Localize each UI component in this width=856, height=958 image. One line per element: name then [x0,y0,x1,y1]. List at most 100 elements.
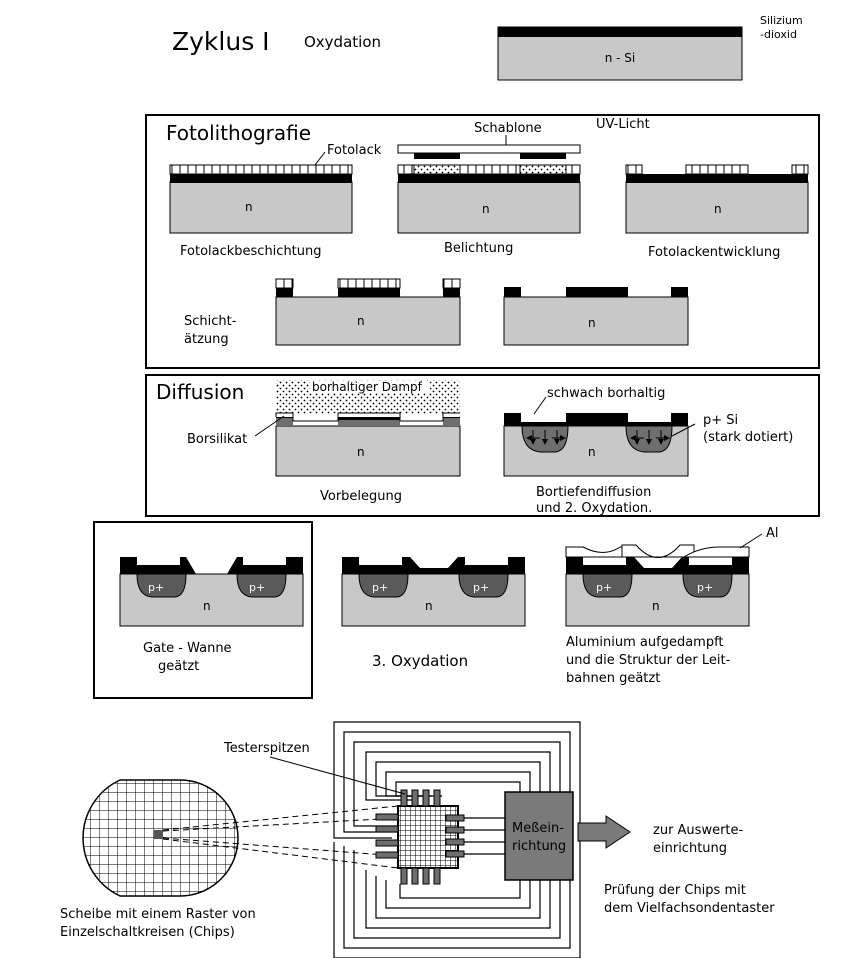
borsilikat-left [276,418,293,426]
etch-caption-1: Schicht- [184,314,237,329]
resist-dev-middle [685,164,749,175]
gate-caption-1: Gate - Wanne [143,641,232,656]
selected-chip [154,830,163,839]
mask-opaque-right [520,153,566,159]
exposed-region-left [413,164,461,175]
fotolack-pointer [314,151,326,166]
coating-caption: Fotolackbeschichtung [180,244,322,259]
check-caption-1: Prüfung der Chips mit [604,883,746,898]
resist-etch-right [442,278,461,289]
exposure-caption: Belichtung [444,241,513,256]
development-caption: Fotolackentwicklung [648,245,780,260]
etch-caption-2: ätzung [184,332,229,347]
testing-section: Scheibe mit einem Raster von Einzelschal… [60,721,775,958]
diffusion-title: Diffusion [156,380,244,404]
oxide-etch-1-middle [338,288,400,297]
resist-dev-left [625,164,643,175]
eval-label-2: einrichtung [653,841,727,856]
oxide-gate-left [120,557,196,574]
mask-plate [397,144,581,154]
resist-dev-right [791,164,809,175]
weak-pointer [533,396,547,415]
oxide-etch-1-right [443,288,460,297]
oxide-note-2: -dioxid [760,28,797,41]
measure-label-1: Meßein- [512,821,564,836]
borosilicate-outline [275,412,460,422]
n-label-coating: n [245,200,253,214]
oxide-exposure [398,174,580,183]
substrate-development [625,181,809,234]
diffusion-section: Diffusion borhaltiger Dampf Borsilikat n… [145,374,820,517]
diffusion-arrows-left [526,430,566,445]
n-label-exposure: n [482,202,490,216]
wafer-caption-1: Scheibe mit einem Raster von [60,907,256,922]
oxide-etch-2-left [504,287,521,297]
n-label-alu: n [652,599,660,613]
n-label-ox3: n [425,599,433,613]
resist-etch-left [275,278,294,289]
oxide-alu [566,557,749,574]
drive-caption-2: und 2. Oxydation. [536,501,652,516]
alu-caption-1: Aluminium aufgedampft [566,635,724,650]
photolithography-title: Fotolithografie [166,121,311,145]
substrate-etch-1 [275,296,461,346]
n-label-pre: n [357,445,365,459]
p-plus-alu-right [682,573,733,598]
gate-caption-2: geätzt [158,659,199,674]
cycle-title: Zyklus I [172,27,270,56]
substrate-predeposition [275,425,461,477]
n-label-etch-2: n [588,316,596,330]
p-si-pointer [671,423,696,437]
wafer-caption-2: Einzelschaltkreisen (Chips) [60,925,235,940]
n-label-development: n [714,202,722,216]
oxide-development [626,174,808,183]
alu-caption-2: und die Struktur der Leit- [566,653,731,668]
schablone-label: Schablone [474,121,542,136]
p-plus-label-6: p+ [697,581,713,594]
substrate-exposure [397,181,581,234]
oxide-ox3 [342,557,525,574]
al-contact-right [682,546,750,558]
vapor-label: borhaltiger Dampf [312,380,423,394]
oxide-etch-2-middle [566,287,628,297]
measuring-device [504,791,574,881]
borsilikat-middle [338,420,400,426]
p-plus-gate-right [236,573,287,598]
test-chip [397,805,459,869]
p-plus-label-3: p+ [372,581,388,594]
p-si-note: (stark dotiert) [703,430,793,445]
p-si-label: p+ Si [703,413,738,428]
mask-opaque-left [414,153,460,159]
p-plus-label-4: p+ [473,581,489,594]
diffusion-frame [145,374,820,517]
n-si-label: n - Si [605,51,636,65]
photolithography-section: Fotolithografie n Fotolack Fotolackbesch… [145,114,820,369]
p-plus-ox3-right [458,573,509,598]
silicon-dioxide-layer [498,27,742,37]
p-plus-alu-left [582,573,633,598]
uv-light-label: UV-Licht [596,117,650,132]
fotolack-label: Fotolack [327,143,382,158]
al-label: Al [766,526,779,541]
gate-frame [93,521,313,699]
ox3-caption: 3. Oxydation [372,652,468,670]
borsilikat-pointer [254,415,285,437]
p-plus-label-5: p+ [596,581,612,594]
oxidation-section: Zyklus I Oxydation n - Si Silizium -diox… [172,14,803,81]
oxide-etch-1-left [276,288,293,297]
n-label-drive: n [588,445,596,459]
check-caption-2: dem Vielfachsondentaster [604,901,775,916]
resist-etch-middle [337,278,401,289]
oxide-note-1: Silizium [760,14,803,27]
tester-tips-label: Testerspitzen [223,741,310,756]
al-pointer [739,533,763,549]
n-label-gate: n [203,599,211,613]
substrate-coating [169,181,353,234]
gate-section: p+ p+ n Gate - Wanne geätzt p+ p+ n 3. O… [93,521,779,699]
borsilikat-label: Borsilikat [187,432,247,447]
alu-caption-3: bahnen geätzt [566,671,660,686]
vapor-label-bg [310,381,430,393]
predeposition-caption: Vorbelegung [320,489,402,504]
p-plus-label-1: p+ [148,581,164,594]
